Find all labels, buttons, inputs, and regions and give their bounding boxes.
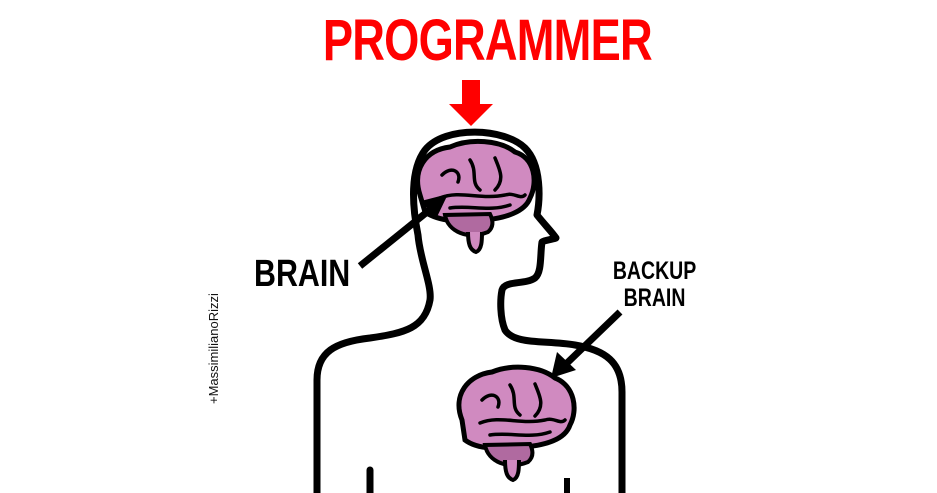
backup-brain-label: BACKUP BRAIN <box>598 258 711 312</box>
backup-brain-icon <box>456 364 577 483</box>
title-programmer: PROGRAMMER <box>322 8 653 73</box>
backup-label-line1: BACKUP <box>612 257 697 285</box>
backup-pointer-arrow-icon <box>551 309 623 378</box>
red-down-arrow-icon <box>449 80 493 126</box>
brain-label: BRAIN <box>254 253 351 295</box>
backup-label-line2: BRAIN <box>623 284 686 312</box>
brain-pointer-arrow-icon <box>357 194 448 269</box>
head-brain-icon <box>415 138 537 255</box>
author-credit: +MassimilianoRizzi <box>206 293 221 404</box>
